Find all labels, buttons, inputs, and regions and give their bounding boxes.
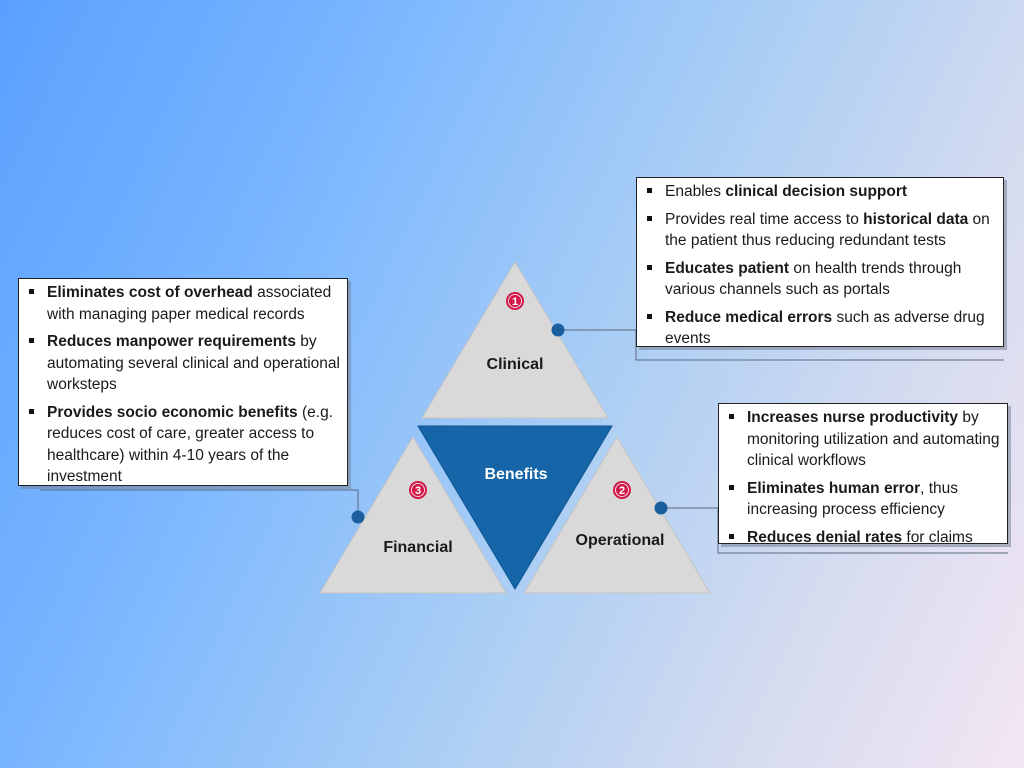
triangle-benefits-center	[417, 425, 613, 590]
list-item: Provides socio economic benefits (e.g. r…	[25, 402, 341, 488]
list-item: Increases nurse productivity by monitori…	[725, 407, 1001, 472]
list-item: Reduces denial rates for claims	[725, 527, 1001, 549]
list-item: Eliminates cost of overhead associated w…	[25, 282, 341, 325]
connector-financial	[40, 489, 359, 517]
bullet-icon	[29, 408, 34, 414]
connector-dot-clinical	[551, 323, 565, 337]
bullet-icon	[29, 289, 34, 294]
list-item: Reduces manpower requirements by automat…	[25, 331, 341, 396]
label-operational: Operational	[576, 532, 665, 549]
list-item: Educates patient on health trends throug…	[643, 258, 997, 301]
number-badge-3: 3	[409, 481, 427, 499]
bullet-icon	[29, 338, 34, 343]
financial-benefits-box: Eliminates cost of overhead associated w…	[18, 278, 348, 486]
bullet-icon	[647, 188, 652, 193]
list-item: Reduce medical errors such as adverse dr…	[643, 307, 997, 350]
list-item: Eliminates human error, thus increasing …	[725, 478, 1001, 521]
list-item: Provides real time access to historical …	[643, 209, 997, 252]
number-badge-1: 1	[506, 292, 524, 310]
number-badge-2: 2	[613, 481, 631, 499]
svg-text:2: 2	[619, 485, 625, 497]
clinical-benefits-box: Enables clinical decision support Provid…	[636, 177, 1004, 347]
list-item: Enables clinical decision support	[643, 181, 997, 203]
connector-dot-financial	[351, 510, 365, 524]
bullet-icon	[647, 215, 652, 221]
operational-benefits-box: Increases nurse productivity by monitori…	[718, 403, 1008, 546]
svg-text:3: 3	[415, 485, 421, 497]
triangle-operational	[523, 436, 711, 594]
bullet-icon	[729, 533, 734, 539]
bullet-icon	[647, 313, 652, 319]
label-financial: Financial	[383, 539, 452, 556]
label-clinical: Clinical	[487, 356, 544, 373]
svg-text:1: 1	[512, 296, 518, 308]
connector-dot-operational	[654, 501, 668, 515]
bullet-icon	[729, 414, 734, 419]
triangle-clinical	[421, 261, 609, 419]
bullet-icon	[647, 264, 652, 270]
triangle-financial	[319, 436, 507, 594]
bullet-icon	[729, 484, 734, 490]
label-benefits: Benefits	[484, 466, 547, 483]
